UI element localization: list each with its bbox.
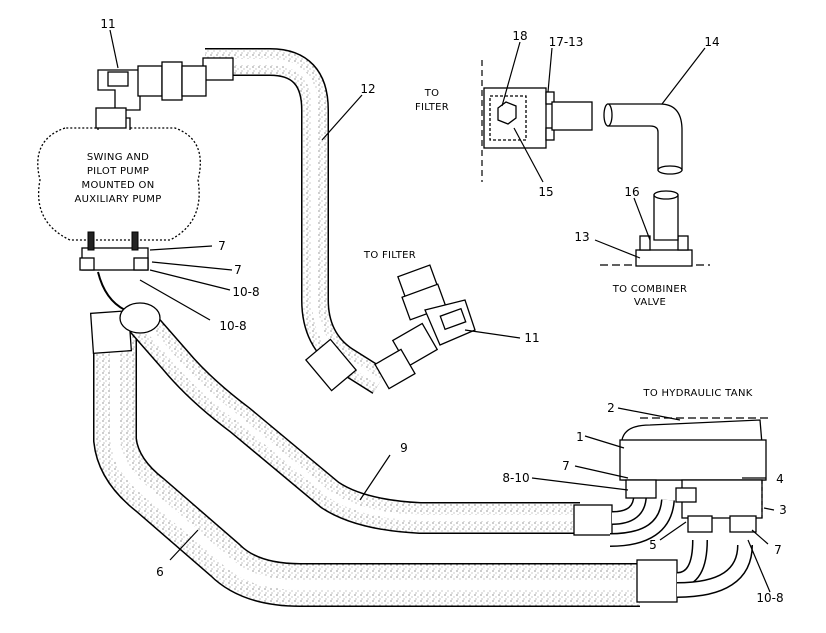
callout-4: 4 [776,472,784,486]
callout-8-10: 8-10 [502,471,529,485]
callout-13: 13 [574,230,589,244]
elbow-fitting-11-top [95,61,207,129]
svg-text:SWING AND: SWING AND [87,152,149,163]
callout-1: 1 [576,430,584,444]
hose-6 [93,320,640,607]
filter-port-detail [481,60,683,182]
callout-17-13: 17-13 [549,35,584,49]
callout-10-8-a: 10-8 [232,285,259,299]
callout-3: 3 [779,503,787,517]
callout-11-top: 11 [100,17,115,31]
callout-10-8-c: 10-8 [756,591,783,605]
to-filter-top-line1: TO [424,88,440,99]
to-filter-mid: TO FILTER [363,250,416,261]
to-combiner-line1: TO COMBINER [612,284,688,295]
callout-numbers: 11 12 18 17-13 14 15 16 13 7 7 10-8 10-8… [100,17,786,605]
callout-14: 14 [704,35,719,49]
svg-text:PILOT PUMP: PILOT PUMP [87,166,149,177]
combiner-valve-detail [600,190,710,267]
callout-9: 9 [400,441,408,455]
callout-6: 6 [156,565,164,579]
callout-7-c: 7 [562,459,570,473]
callout-11-mid: 11 [524,331,539,345]
callout-18: 18 [512,29,527,43]
callout-2: 2 [607,401,615,415]
callout-7-b: 7 [234,263,242,277]
callout-5: 5 [649,538,657,552]
tank-manifold [619,417,770,533]
leader-lines [109,29,775,593]
to-filter-top-line2: FILTER [415,102,449,113]
to-combiner-line2: VALVE [634,297,666,308]
hose-9 [127,309,580,534]
callout-7-a: 7 [218,239,226,253]
callout-7-d: 7 [774,543,782,557]
svg-text:MOUNTED ON: MOUNTED ON [82,180,155,191]
pump-caption: SWING AND PILOT PUMP MOUNTED ON AUXILIAR… [74,152,161,205]
callout-10-8-b: 10-8 [219,319,246,333]
elbow-fitting-11-mid [374,264,476,390]
callout-12: 12 [360,82,375,96]
flow-captions: TO FILTER TO FILTER TO COMBINER VALVE TO… [363,88,753,399]
hose-12 [205,48,388,394]
callout-15: 15 [538,185,553,199]
svg-text:AUXILIARY PUMP: AUXILIARY PUMP [74,194,161,205]
callout-16: 16 [624,185,639,199]
to-hydraulic-tank: TO HYDRAULIC TANK [642,388,752,399]
